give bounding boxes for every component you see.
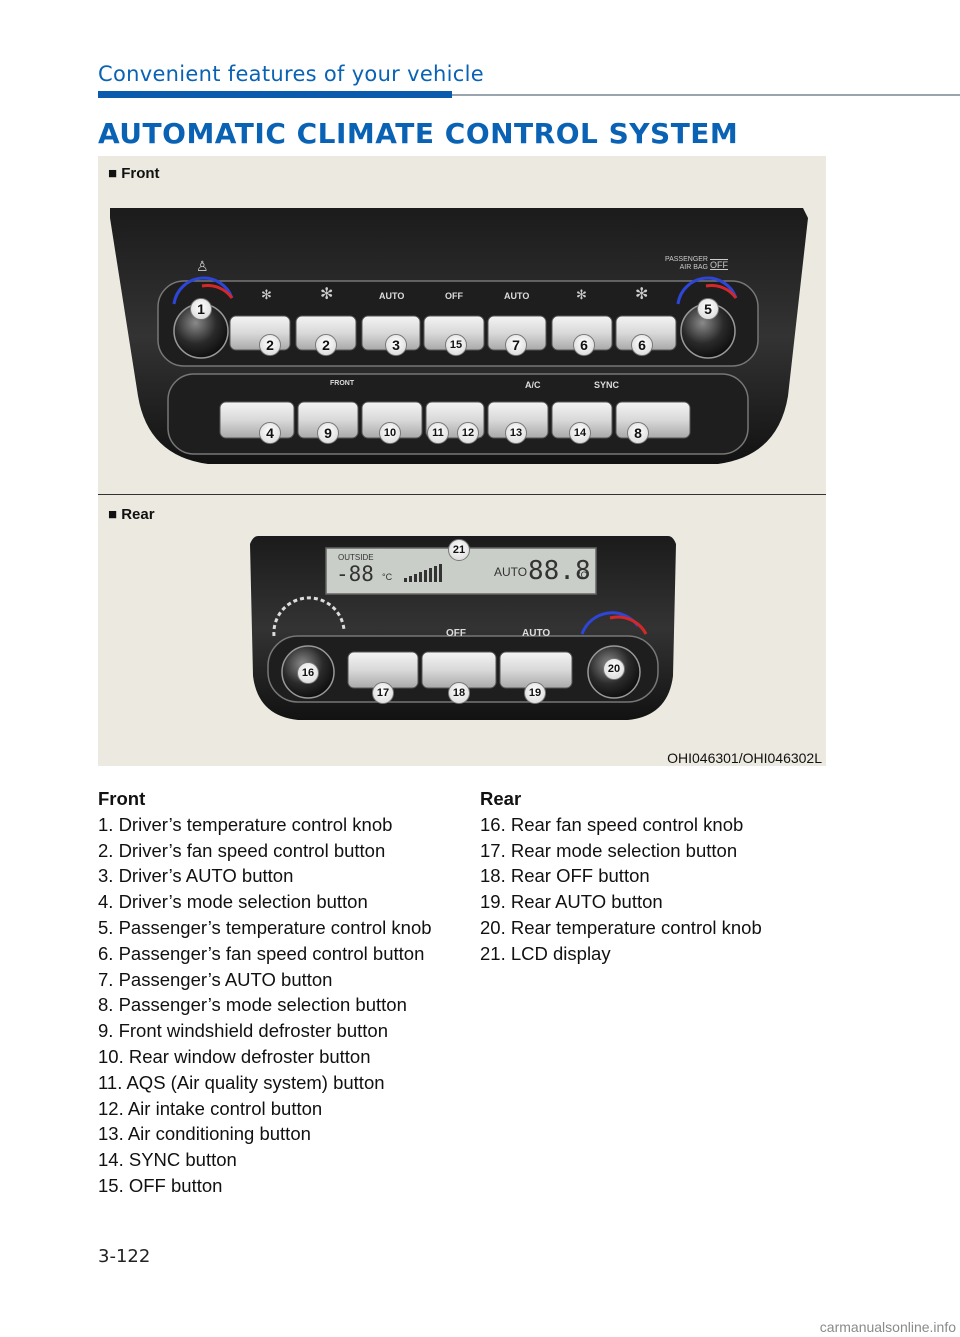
front-item: 7. Passenger’s AUTO button — [98, 968, 333, 990]
callout-marker: 16 — [297, 662, 319, 684]
rear-legend-list: 16. Rear fan speed control knob 17. Rear … — [480, 812, 840, 967]
front-item: 4. Driver’s mode selection button — [98, 891, 368, 913]
callout-marker: 2 — [259, 334, 281, 356]
section-accent-bar — [98, 91, 452, 98]
callout-marker: 17 — [372, 682, 394, 704]
front-figure-label: ■ Front — [108, 165, 160, 182]
rear-item: 17. Rear mode selection button — [480, 839, 738, 861]
callout-marker: 10 — [379, 422, 401, 444]
lcd-outside-temp: -88 — [336, 562, 374, 586]
page-number: 3-122 — [98, 1246, 151, 1267]
panel-button-label: AUTO — [379, 291, 405, 301]
front-item: 10. Rear window defroster button — [98, 1045, 371, 1067]
panel-button-label: SYNC — [594, 380, 620, 390]
rear-item: 21. LCD display — [480, 942, 611, 964]
callout-marker: 6 — [573, 334, 595, 356]
panel-button-label: OFF — [445, 291, 463, 301]
svg-text:✻: ✻ — [576, 288, 587, 303]
rear-item: 20. Rear temperature control knob — [480, 916, 762, 938]
callout-marker: 4 — [259, 422, 281, 444]
panel-button-label: AUTO — [504, 291, 530, 301]
front-item: 6. Passenger’s fan speed control button — [98, 942, 425, 964]
rear-legend-heading: Rear — [480, 788, 522, 809]
passenger-airbag-label: PASSENGER AIR BAG — [664, 256, 708, 271]
front-item: 13. Air conditioning button — [98, 1123, 311, 1145]
callout-marker: 20 — [603, 658, 625, 680]
svg-text:✻: ✻ — [320, 284, 333, 303]
front-item: 5. Passenger’s temperature control knob — [98, 916, 432, 938]
section-title: Convenient features of your vehicle — [98, 62, 484, 86]
callout-marker: 3 — [385, 334, 407, 356]
lcd-auto-label: AUTO — [494, 565, 528, 579]
watermark: carmanualsonline.info — [819, 1319, 956, 1335]
rear-item: 18. Rear OFF button — [480, 865, 650, 887]
callout-marker: 13 — [505, 422, 527, 444]
rear-figure-label: ■ Rear — [108, 506, 155, 523]
lcd-outside-label: OUTSIDE — [338, 553, 374, 562]
callout-marker: 6 — [631, 334, 653, 356]
lcd-set-temp: 88.8 — [528, 556, 591, 586]
figure-divider — [98, 494, 826, 495]
callout-marker: 18 — [448, 682, 470, 704]
front-legend-list: 1. Driver’s temperature control knob 2. D… — [98, 812, 458, 1199]
callout-marker: 5 — [697, 298, 719, 320]
front-item: 14. SYNC button — [98, 1149, 237, 1171]
rear-legend: Rear 16. Rear fan speed control knob 17. … — [480, 786, 840, 967]
callout-marker: 2 — [315, 334, 337, 356]
section-rule — [452, 94, 960, 96]
front-legend-heading: Front — [98, 788, 146, 809]
panel-button-label: FRONT — [330, 380, 355, 387]
front-legend: Front 1. Driver’s temperature control kn… — [98, 786, 458, 1199]
callout-marker: 15 — [445, 334, 467, 356]
callout-marker: 1 — [190, 298, 212, 320]
callout-marker: 11 — [427, 422, 449, 444]
lcd-outside-unit: °C — [382, 572, 393, 582]
callout-marker: 7 — [505, 334, 527, 356]
svg-text:✻: ✻ — [635, 284, 648, 303]
rear-item: 16. Rear fan speed control knob — [480, 813, 744, 835]
climate-control-figure: ♙ ✻ ✻ ✻ ✻ — [98, 156, 826, 766]
front-item: 9. Front windshield defroster button — [98, 1020, 388, 1042]
rear-off-label: OFF — [446, 628, 466, 639]
front-item: 12. Air intake control button — [98, 1097, 323, 1119]
callout-marker: 19 — [524, 682, 546, 704]
callout-marker: 14 — [569, 422, 591, 444]
rear-auto-label: AUTO — [522, 628, 551, 639]
page-heading: AUTOMATIC CLIMATE CONTROL SYSTEM — [98, 117, 739, 150]
front-item: 15. OFF button — [98, 1174, 223, 1196]
front-item: 2. Driver’s fan speed control button — [98, 839, 386, 861]
svg-text:♙: ♙ — [196, 259, 209, 275]
front-item: 3. Driver’s AUTO button — [98, 865, 294, 887]
callout-marker: 9 — [317, 422, 339, 444]
climate-panels-illustration: ♙ ✻ ✻ ✻ ✻ — [110, 208, 808, 720]
front-item: 8. Passenger’s mode selection button — [98, 994, 407, 1016]
svg-text:✻: ✻ — [261, 288, 272, 303]
front-item: 1. Driver’s temperature control knob — [98, 813, 393, 835]
airbag-off-indicator: OFF — [710, 260, 728, 270]
callout-marker: 21 — [448, 539, 470, 561]
panel-button-label: A/C — [525, 380, 541, 390]
front-item: 11. AQS (Air quality system) button — [98, 1071, 385, 1093]
figure-code: OHI046301/OHI046302L — [667, 750, 822, 766]
lcd-set-unit: °C — [577, 570, 588, 580]
callout-marker: 8 — [627, 422, 649, 444]
callout-marker: 12 — [457, 422, 479, 444]
rear-item: 19. Rear AUTO button — [480, 891, 663, 913]
